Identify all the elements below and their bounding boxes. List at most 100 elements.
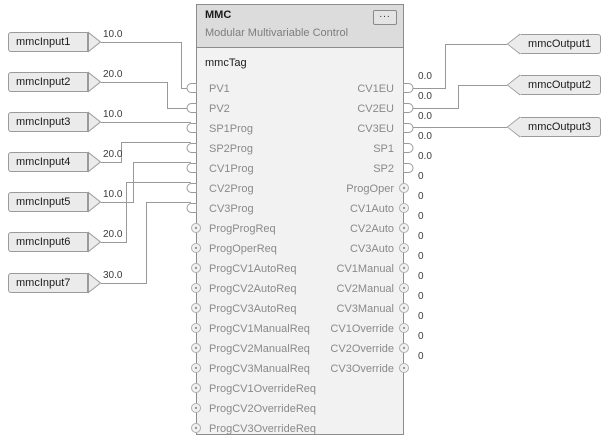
output-tag-block[interactable]: mmcOutput2 [520,75,601,95]
wire-segment [126,182,191,183]
output-value: 0 [418,271,424,282]
pin-label-right: CV1Override [330,323,394,335]
wire-segment [101,242,127,243]
ellipsis-button[interactable]: ... [373,10,397,25]
pin-label-right: CV1Manual [336,263,394,275]
wire-segment [101,122,191,123]
output-value: 0 [418,171,424,182]
input-tag-block[interactable]: mmcInput4 [8,152,88,172]
pin-label-left: SP1Prog [209,123,254,135]
pin-label-right: CV2EU [357,103,394,115]
input-value: 30.0 [103,270,123,281]
wire-segment [181,42,182,89]
pin-label-left: PV1 [209,83,230,95]
pin-label-right: CV3Manual [336,303,394,315]
output-value: 0 [418,231,424,242]
input-tag-label: mmcInput3 [16,116,71,128]
pin-analog-out [403,103,414,113]
pin-label-left: PV2 [209,103,230,115]
function-block[interactable]: MMC Modular Multivariable Control ... mm… [196,4,404,435]
pin-label-left: CV2Prog [209,183,254,195]
pin-label-left: ProgCV3AutoReq [209,303,297,315]
wire-segment [121,142,191,143]
pin-label-left: ProgCV3OverrideReq [209,423,316,435]
wire-segment [167,82,168,109]
pin-analog-out [403,123,414,133]
wire-segment [101,283,147,284]
input-tag-block[interactable]: mmcInput7 [8,273,88,293]
wire-segment [458,85,507,86]
pin-label-left: ProgOperReq [209,243,277,255]
output-tag-label: mmcOutput3 [528,121,591,133]
pin-label-left: ProgCV2ManualReq [209,343,310,355]
pin-label-left: SP2Prog [209,143,254,155]
input-tag-block[interactable]: mmcInput2 [8,72,88,92]
input-tag-label: mmcInput5 [16,196,71,208]
output-tag-label: mmcOutput2 [528,79,591,91]
pin-label-right: CV3Auto [349,243,394,255]
pin-label-left: ProgCV2OverrideReq [209,403,316,415]
input-tag-block[interactable]: mmcInput6 [8,232,88,252]
pin-label-left: ProgCV1OverrideReq [209,383,316,395]
wire-segment [101,42,182,43]
pin-label-left: ProgProgReq [209,223,276,235]
pin-label-right: ProgOper [346,183,394,195]
function-block-header: MMC Modular Multivariable Control ... [197,5,403,48]
output-value: 0.0 [418,151,432,162]
output-value: 0.0 [418,111,432,122]
wire-segment [413,127,507,128]
pin-label-right: CV2Auto [349,223,394,235]
function-block-tag: mmcTag [205,57,247,69]
input-tag-block[interactable]: mmcInput3 [8,112,88,132]
wire-segment [413,88,446,89]
input-tag-block[interactable]: mmcInput5 [8,192,88,212]
pin-label-left: ProgCV1AutoReq [209,263,297,275]
wire-segment [181,88,191,89]
wire-segment [126,182,127,243]
input-tag-block[interactable]: mmcInput1 [8,32,88,52]
wire-segment [167,108,191,109]
output-value: 0 [418,291,424,302]
wire-segment [101,82,168,83]
pin-label-right: SP2 [373,163,394,175]
pin-label-right: CV2Manual [336,283,394,295]
pin-label-right: CV3Override [330,363,394,375]
output-value: 0 [418,311,424,322]
pin-label-left: CV3Prog [209,203,254,215]
function-block-title: MMC [205,9,232,21]
output-tag-block[interactable]: mmcOutput3 [520,117,601,137]
output-value: 0.0 [418,131,432,142]
wire-segment [445,44,507,45]
output-value: 0 [418,211,424,222]
input-tag-label: mmcInput2 [16,76,71,88]
pin-label-right: CV2Override [330,343,394,355]
wire-segment [146,202,147,284]
wire-segment [101,162,122,163]
output-tag-block[interactable]: mmcOutput1 [520,34,601,54]
pin-label-right: CV1EU [357,83,394,95]
input-tag-label: mmcInput1 [16,36,71,48]
input-value: 10.0 [103,189,123,200]
input-value: 20.0 [103,149,123,160]
wire-segment [121,142,122,163]
input-value: 20.0 [103,69,123,80]
pin-analog-out [403,163,414,173]
output-value: 0 [418,351,424,362]
input-tag-label: mmcInput4 [16,156,71,168]
pin-label-right: CV1Auto [349,203,394,215]
pin-analog-out [403,143,414,153]
pin-label-left: CV1Prog [209,163,254,175]
wire-segment [101,202,134,203]
wire-segment [413,108,459,109]
function-block-subtitle: Modular Multivariable Control [205,27,349,39]
input-tag-label: mmcInput7 [16,277,71,289]
pin-label-right: SP1 [373,143,394,155]
pin-label-left: ProgCV1ManualReq [209,323,310,335]
input-value: 10.0 [103,29,123,40]
wire-segment [458,85,459,109]
wire-segment [146,202,191,203]
input-value: 20.0 [103,229,123,240]
pin-label-right: CV3EU [357,123,394,135]
output-value: 0 [418,331,424,342]
